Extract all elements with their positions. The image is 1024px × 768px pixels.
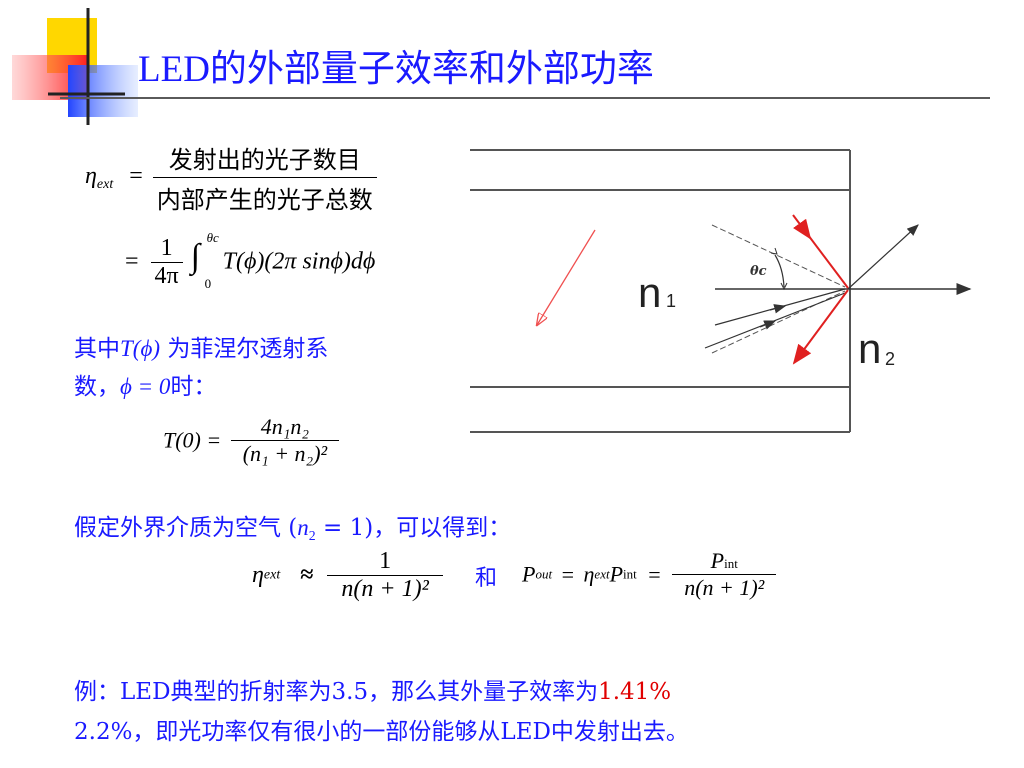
integral-sign: ∫ bbox=[190, 238, 200, 275]
fraction-denominator: n(n + 1)² bbox=[327, 575, 443, 603]
p-int-sub: int bbox=[623, 566, 637, 582]
fraction-denominator: 4π bbox=[150, 261, 183, 290]
eta-symbol: η bbox=[252, 562, 264, 588]
note-prefix: 其中 bbox=[74, 336, 120, 362]
fraction-one-over-four-pi: 1 4π bbox=[150, 234, 183, 290]
integrand: T(ϕ)(2π sinϕ)dϕ bbox=[222, 248, 376, 275]
text-air-assumption: 假定外界介质为空气 (n2 = 1)，可以得到： bbox=[74, 508, 511, 544]
t-zero-lhs: T(0) = bbox=[163, 427, 222, 453]
example-efficiency: 1.41% bbox=[598, 679, 672, 705]
integral-lower-limit: 0 bbox=[204, 276, 212, 291]
fraction-numerator: 1 bbox=[160, 234, 173, 261]
integral-upper-limit: θc bbox=[206, 230, 219, 245]
eta-symbol: η bbox=[85, 162, 97, 189]
n2-sub: 2 bbox=[885, 349, 895, 369]
note-t-phi: T(ϕ) bbox=[120, 336, 161, 361]
approx-sign: ≈ bbox=[300, 562, 314, 588]
fraction-t-zero: 4n₁n₂ (n₁ + n₂)² bbox=[230, 414, 340, 467]
equation-integral: = 1 4π ∫ θc 0 T(ϕ)(2π sinϕ)dϕ bbox=[125, 230, 376, 292]
eta-subscript-2: ext bbox=[594, 566, 610, 582]
title-underline bbox=[60, 97, 990, 99]
note-line2-prefix: 数， bbox=[74, 374, 120, 400]
fraction-denominator: 内部产生的光子总数 bbox=[152, 177, 377, 215]
frac-p: P bbox=[710, 548, 725, 573]
refraction-diagram-graphic: θc n 1 n 2 bbox=[470, 149, 972, 433]
fraction-numerator: 发射出的光子数目 bbox=[168, 148, 361, 174]
fraction-eta-approx: 1 n(n + 1)² bbox=[327, 548, 443, 603]
assumption-suffix: = 1)，可以得到： bbox=[315, 515, 512, 541]
corner-decoration-graphic bbox=[12, 8, 138, 125]
assumption-n: n bbox=[297, 515, 309, 540]
eta-symbol-2: η bbox=[583, 561, 595, 587]
example-line1: 例：LED典型的折射率为3.5，那么其外量子效率为 bbox=[74, 679, 599, 705]
equation-t-zero: T(0) = 4n₁n₂ (n₁ + n₂)² bbox=[163, 414, 340, 467]
assumption-prefix: 假定外界介质为空气 ( bbox=[74, 515, 298, 541]
fraction-photons: 发射出的光子数目 内部产生的光子总数 bbox=[152, 140, 377, 215]
p-int: P bbox=[609, 561, 624, 587]
text-example: 例：LED典型的折射率为3.5，那么其外量子效率为1.41% 2.2%，即光功率… bbox=[74, 672, 689, 752]
eta-subscript: ext bbox=[263, 567, 281, 583]
n2-label: n bbox=[858, 325, 881, 372]
equation-pout: Pout = ηextPint = Pint n(n + 1)² bbox=[522, 548, 777, 601]
example-line2: 2.2%，即光功率仅有很小的一部份能够从LED中发射出去。 bbox=[74, 719, 689, 745]
assumption-n-sub: 2 bbox=[308, 527, 316, 543]
p-out-sub: out bbox=[535, 566, 553, 582]
equation-eta-approx: ηext ≈ 1 n(n + 1)² bbox=[252, 548, 443, 603]
equals-sign-2: = bbox=[648, 561, 661, 587]
n1-sub: 1 bbox=[666, 291, 676, 311]
fraction-numerator: 1 bbox=[379, 548, 392, 574]
equals-sign: = bbox=[125, 248, 139, 275]
fraction-denominator: n(n + 1)² bbox=[672, 574, 777, 601]
equals-sign: = bbox=[561, 561, 574, 587]
fraction-numerator: 4n₁n₂ bbox=[260, 414, 310, 439]
note-desc: 为菲涅尔透射系 bbox=[160, 336, 329, 362]
eta-subscript: ext bbox=[96, 176, 114, 192]
fraction-numerator: Pint bbox=[672, 548, 776, 574]
slide-title: LED的外部量子效率和外部功率 bbox=[138, 49, 654, 90]
frac-p-sub: int bbox=[724, 556, 738, 571]
fraction-denominator: (n₁ + n₂)² bbox=[230, 440, 340, 467]
note-phi-zero: ϕ = 0 bbox=[120, 374, 171, 399]
corner-decoration bbox=[0, 0, 140, 130]
theta-label: θc bbox=[750, 264, 767, 279]
refraction-diagram: θc n 1 n 2 bbox=[460, 135, 1020, 435]
equation-eta-definition: ηext = 发射出的光子数目 内部产生的光子总数 bbox=[85, 140, 377, 215]
equals-sign: = bbox=[129, 162, 143, 189]
p-out: P bbox=[522, 561, 536, 587]
text-fresnel-note: 其中T(ϕ) 为菲涅尔透射系 数，ϕ = 0时： bbox=[74, 330, 328, 406]
note-line2-suffix: 时： bbox=[170, 374, 217, 400]
conjunction-and: 和 bbox=[475, 566, 498, 591]
n1-label: n bbox=[638, 269, 661, 316]
fraction-pout: Pint n(n + 1)² bbox=[672, 548, 777, 601]
